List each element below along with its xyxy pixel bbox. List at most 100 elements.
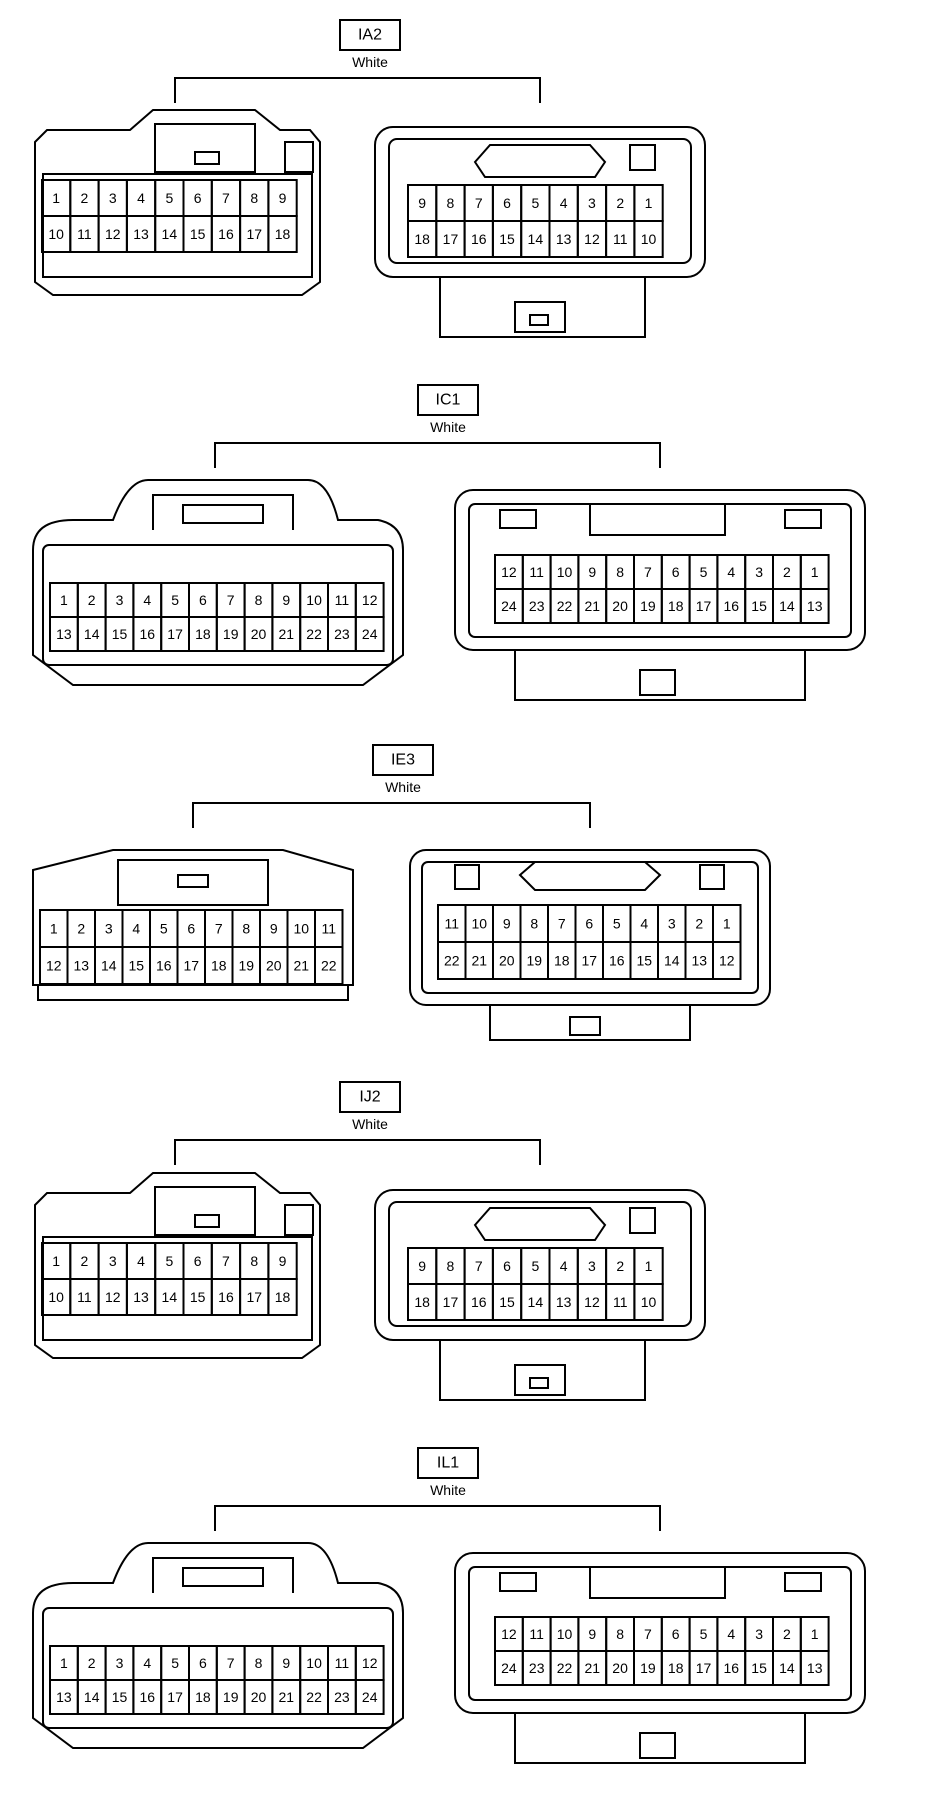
lock-tab-slot <box>529 1377 549 1389</box>
pin-number: 3 <box>755 564 763 580</box>
pin-number: 1 <box>645 195 653 211</box>
pin-number: 2 <box>81 1253 89 1269</box>
lock-tab <box>639 1732 676 1759</box>
pin-number: 18 <box>668 1660 684 1676</box>
pin-number: 13 <box>56 1689 72 1705</box>
lock-arm <box>514 1713 806 1764</box>
pin-number: 11 <box>529 1626 544 1642</box>
pin-number: 14 <box>84 1689 100 1705</box>
pin-number: 1 <box>60 1655 68 1671</box>
lock-arm <box>489 1005 691 1041</box>
latch-tab <box>177 874 209 888</box>
key-slot-right <box>784 1572 822 1592</box>
key-notch <box>284 141 314 173</box>
latch <box>154 123 256 173</box>
connector-housing <box>454 489 866 651</box>
pin-number: 13 <box>556 231 572 247</box>
pin-number: 19 <box>526 953 542 969</box>
pin-cell <box>712 941 742 980</box>
latch-tab <box>182 504 264 524</box>
pin-number: 9 <box>588 564 596 580</box>
pin-number: 5 <box>531 195 539 211</box>
pin-number: 3 <box>116 592 124 608</box>
pin-number: 16 <box>140 1689 156 1705</box>
pin-number: 3 <box>109 190 117 206</box>
lock-tab <box>639 669 676 696</box>
pin-number: 4 <box>137 190 145 206</box>
pin-cell <box>633 1283 664 1321</box>
pin-number: 11 <box>444 916 459 932</box>
latch <box>589 504 726 536</box>
pin-number: 5 <box>700 564 708 580</box>
pin-number: 21 <box>585 598 601 614</box>
pin-number: 2 <box>81 190 89 206</box>
pin-number: 20 <box>499 953 515 969</box>
pin-number: 16 <box>724 1660 740 1676</box>
pin-number: 6 <box>187 921 195 937</box>
pin-number: 6 <box>672 1626 680 1642</box>
connector-code: IL1 <box>437 1455 459 1472</box>
pin-number: 8 <box>250 1253 258 1269</box>
connector-housing <box>409 849 771 1006</box>
pin-number: 8 <box>242 921 250 937</box>
latch-tab <box>194 151 220 165</box>
pin-number: 4 <box>137 1253 145 1269</box>
pin-number: 23 <box>529 598 545 614</box>
pin-number: 5 <box>160 921 168 937</box>
key-slot-left <box>499 1572 537 1592</box>
pin-number: 4 <box>143 592 151 608</box>
inner-frame <box>468 1566 852 1701</box>
pin-number: 21 <box>471 953 487 969</box>
connector-code: IA2 <box>358 27 382 44</box>
pin-number: 14 <box>101 958 117 974</box>
pin-number: 18 <box>414 1294 430 1310</box>
pin-number: 21 <box>585 1660 601 1676</box>
pin-number: 18 <box>554 953 570 969</box>
pin-number: 5 <box>165 1253 173 1269</box>
pin-number: 12 <box>719 953 735 969</box>
pin-number: 15 <box>128 958 144 974</box>
pin-number: 21 <box>293 958 309 974</box>
pin-number: 22 <box>306 1689 322 1705</box>
pin-number: 3 <box>116 1655 124 1671</box>
pin-number: 13 <box>133 226 149 242</box>
pin-number: 14 <box>528 231 544 247</box>
pin-number: 16 <box>218 226 234 242</box>
latch <box>117 859 269 906</box>
pin-number: 5 <box>171 1655 179 1671</box>
pin-number: 14 <box>84 626 100 642</box>
pin-number: 13 <box>556 1294 572 1310</box>
pin-number: 8 <box>255 1655 263 1671</box>
pin-number: 11 <box>613 231 628 247</box>
latch <box>473 1207 607 1241</box>
pin-number: 10 <box>293 921 309 937</box>
pin-cell <box>354 616 385 652</box>
pin-number: 22 <box>557 1660 573 1676</box>
pin-number: 11 <box>77 1289 92 1305</box>
pin-number: 1 <box>645 1258 653 1274</box>
latch <box>152 1557 294 1593</box>
pin-number: 7 <box>558 916 566 932</box>
pin-number: 6 <box>199 592 207 608</box>
pin-number: 12 <box>105 226 121 242</box>
pin-number: 3 <box>588 195 596 211</box>
pin-number: 6 <box>585 916 593 932</box>
pin-number: 22 <box>444 953 460 969</box>
pin-number: 9 <box>282 1655 290 1671</box>
pin-number: 10 <box>48 226 64 242</box>
pin-number: 19 <box>640 598 656 614</box>
pin-number: 17 <box>167 1689 183 1705</box>
pin-number: 23 <box>334 1689 350 1705</box>
connector-code-box <box>339 19 401 51</box>
pin-number: 19 <box>223 626 239 642</box>
pin-number: 5 <box>613 916 621 932</box>
pin-number: 16 <box>156 958 172 974</box>
pair-bracket <box>192 802 591 828</box>
pin-number: 17 <box>696 598 712 614</box>
pin-number: 13 <box>133 1289 149 1305</box>
key-notch <box>629 1207 656 1234</box>
